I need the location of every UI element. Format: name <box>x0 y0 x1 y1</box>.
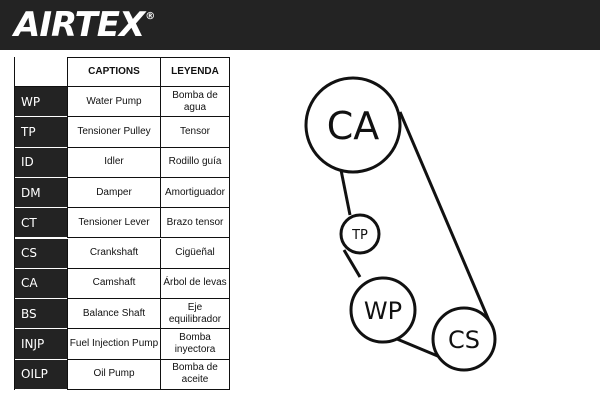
legend-caption-spanish: Bomba de aceite <box>160 359 229 390</box>
legend-header-leyenda: LEYENDA <box>160 57 229 87</box>
legend-caption-spanish: Eje equilibrador <box>160 299 229 330</box>
pulley-cs-label: CS <box>448 326 480 354</box>
legend-header-row: CAPTIONS LEYENDA <box>15 57 229 87</box>
pulley-tp-circle <box>339 213 381 255</box>
legend-caption-english: Tensioner Lever <box>67 208 160 239</box>
legend-code: CA <box>15 268 67 300</box>
brand-logo: AIRTEX® <box>14 3 155 47</box>
pulley-wp-label: WP <box>364 297 402 325</box>
legend-caption-spanish: Bomba inyectora <box>160 329 229 360</box>
legend-code: TP <box>15 117 67 148</box>
pulley-wp: WP <box>349 276 417 344</box>
pulley-ca: CA <box>304 76 402 174</box>
legend-caption-english: Balance Shaft <box>67 299 160 330</box>
legend-caption-english: Idler <box>67 147 160 178</box>
legend-code: OILP <box>15 359 67 390</box>
legend-caption-english: Damper <box>67 177 160 209</box>
legend-caption-spanish: Bomba de agua <box>160 87 229 118</box>
legend-code: CS <box>15 238 67 269</box>
legend-caption-spanish: Árbol de levas <box>160 268 229 300</box>
belt-segment-ca-cs <box>398 111 492 324</box>
pulley-cs: CS <box>431 306 497 372</box>
timing-belt-diagram: CA TP WP CS <box>304 76 497 372</box>
legend-caption-english: Crankshaft <box>67 238 160 269</box>
legend-code: WP <box>15 87 67 118</box>
pulley-cs-circle <box>431 306 497 372</box>
header-bar: AIRTEX® <box>0 0 600 50</box>
legend-code: ID <box>15 147 67 178</box>
legend-header-captions: CAPTIONS <box>67 57 160 87</box>
legend-caption-spanish: Amortiguador <box>160 177 229 209</box>
legend-caption-english: Tensioner Pulley <box>67 117 160 148</box>
legend-caption-spanish: Brazo tensor <box>160 208 229 239</box>
legend-caption-english: Camshaft <box>67 268 160 300</box>
legend-code: CT <box>15 208 67 239</box>
registered-mark: ® <box>145 11 155 22</box>
legend-code: DM <box>15 177 67 209</box>
legend-code: INJP <box>15 329 67 360</box>
pulley-tp: TP <box>339 213 381 255</box>
legend-caption-spanish: Tensor <box>160 117 229 148</box>
legend-caption-english: Oil Pump <box>67 359 160 390</box>
pulley-wp-circle <box>349 276 417 344</box>
legend-caption-english: Water Pump <box>67 87 160 118</box>
pulley-ca-label: CA <box>327 104 380 148</box>
legend-caption-spanish: Rodillo guía <box>160 147 229 178</box>
pulley-ca-circle <box>304 76 402 174</box>
legend-caption-spanish: Cigüeñal <box>160 238 229 269</box>
pulley-tp-label: TP <box>351 228 368 243</box>
legend-caption-english: Fuel Injection Pump <box>67 329 160 360</box>
belt-segment-wp-tp <box>342 249 362 278</box>
legend-code: BS <box>15 299 67 330</box>
legend-header-code <box>15 57 67 87</box>
brand-name: AIRTEX <box>14 5 145 45</box>
